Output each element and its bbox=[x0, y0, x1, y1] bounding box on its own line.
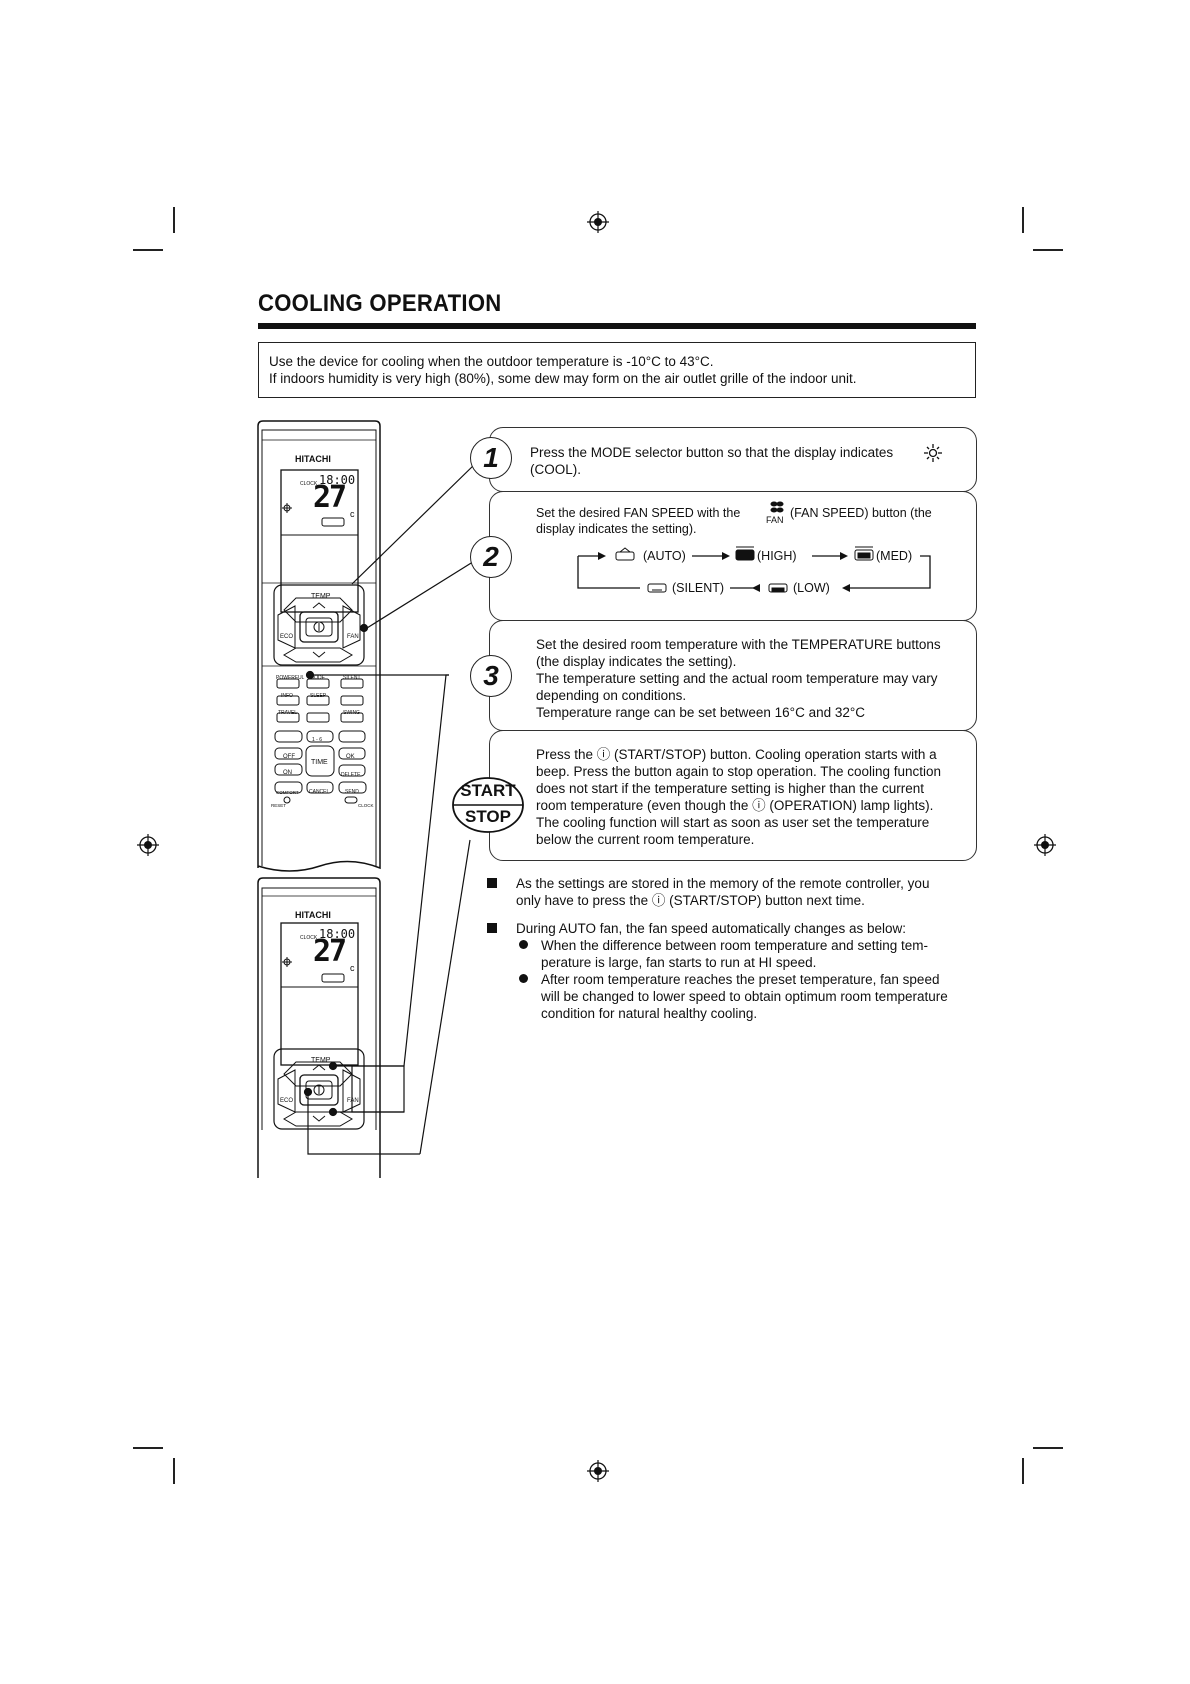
registration-mark-icon bbox=[587, 211, 609, 233]
crop-mark bbox=[133, 1447, 163, 1449]
registration-mark-icon bbox=[137, 834, 159, 856]
remote-mode-label: MODE bbox=[310, 675, 325, 681]
step-3-line: The temperature setting and the actual r… bbox=[536, 671, 938, 686]
remote-travel-label: TRAVEL bbox=[278, 710, 298, 716]
fan-speed-silent: (SILENT) bbox=[672, 581, 725, 595]
remote-sleep-label: SLEEP bbox=[310, 693, 327, 699]
remote-brand: HITACHI bbox=[295, 910, 331, 920]
sub-note-line: perature is large, fan starts to run at … bbox=[541, 955, 817, 970]
sub-note-line: After room temperature reaches the prese… bbox=[541, 972, 940, 987]
registration-mark-icon bbox=[587, 1460, 609, 1482]
remote-clock-label: CLOCK bbox=[300, 481, 318, 487]
remote-cancel-label: CANCEL bbox=[309, 789, 330, 795]
step-3-line: Set the desired room temperature with th… bbox=[536, 637, 941, 652]
step-start-line: below the current room temperature. bbox=[536, 832, 755, 847]
remote-off-label: OFF bbox=[283, 754, 295, 760]
note-line: As the settings are stored in the memory… bbox=[516, 876, 930, 891]
note-bullet bbox=[487, 878, 497, 888]
remote-powerful-label: POWERFUL bbox=[276, 675, 305, 681]
step-2-line: (FAN SPEED) button (the bbox=[790, 506, 932, 520]
remote-eco-label: ECO bbox=[280, 1098, 294, 1104]
remote-clock-time: 18:00 bbox=[319, 927, 356, 941]
remote-on-label: ON bbox=[283, 770, 292, 776]
step-number-2: 2 bbox=[470, 536, 512, 578]
remote-delete-label: DELETE bbox=[341, 772, 361, 778]
crop-mark bbox=[173, 1458, 175, 1484]
step-number-3: 3 bbox=[470, 655, 512, 697]
page-title: COOLING OPERATION bbox=[258, 290, 502, 317]
start-label: START bbox=[460, 781, 516, 800]
remote-temp-display: 27 bbox=[313, 480, 347, 515]
cool-sun-icon bbox=[924, 444, 942, 462]
step-3-line: depending on conditions. bbox=[536, 688, 687, 703]
remote-temp-display: 27 bbox=[313, 934, 347, 969]
step-start-stop-box: Press the ⓘ (START/STOP) button. Cooling… bbox=[489, 730, 977, 861]
step-start-line: room temperature (even though the ⓘ (OPE… bbox=[536, 798, 934, 813]
fan-speed-auto: (AUTO) bbox=[643, 549, 686, 563]
remote-swing-label: SWING bbox=[343, 710, 360, 716]
remote-temp-label: TEMP bbox=[311, 1057, 331, 1064]
start-stop-icon bbox=[452, 777, 524, 833]
step-start-line: Press the ⓘ (START/STOP) button. Cooling… bbox=[536, 747, 937, 762]
crop-mark bbox=[1033, 249, 1063, 251]
remote-ok-label: OK bbox=[346, 754, 355, 760]
remote-fan-label: FAN bbox=[347, 634, 359, 640]
sub-bullet bbox=[519, 940, 528, 949]
remote-illustration bbox=[257, 420, 477, 1178]
fan-speed-low: (LOW) bbox=[793, 581, 830, 595]
step-number-1: 1 bbox=[470, 437, 512, 479]
fan-speed-cycle-diagram bbox=[577, 546, 931, 593]
step-1-line: Press the MODE selector button so that t… bbox=[530, 445, 894, 460]
note-line: only have to press the ⓘ (START/STOP) bu… bbox=[516, 893, 865, 908]
remote-temp-label: TEMP bbox=[311, 593, 331, 600]
sub-note-line: will be changed to lower speed to obtain… bbox=[541, 989, 948, 1004]
remote-time-label: TIME bbox=[311, 759, 328, 766]
step-2-box: Set the desired FAN SPEED with the FAN (… bbox=[489, 491, 977, 621]
step-1-box: Press the MODE selector button so that t… bbox=[489, 427, 977, 492]
remote-send-label: SEND bbox=[345, 789, 359, 795]
remote-clock-time: 18:00 bbox=[319, 473, 356, 487]
step-2-line: Set the desired FAN SPEED with the bbox=[536, 506, 741, 520]
remote-temp-unit: c bbox=[350, 509, 355, 519]
remote-brand: HITACHI bbox=[295, 454, 331, 464]
title-rule bbox=[258, 323, 976, 329]
remote-silent-label: SILENT bbox=[343, 675, 361, 681]
remote-clock-label: CLOCK bbox=[300, 935, 318, 941]
step-1-line: (COOL). bbox=[530, 462, 582, 477]
sub-note-line: condition for natural healthy cooling. bbox=[541, 1006, 758, 1021]
intro-line: Use the device for cooling when the outd… bbox=[269, 354, 714, 369]
remote-fan-label: FAN bbox=[347, 1098, 359, 1104]
crop-mark bbox=[1022, 207, 1024, 233]
step-start-line: beep. Press the button again to stop ope… bbox=[536, 764, 942, 779]
registration-mark-icon bbox=[1034, 834, 1056, 856]
step-2-line: display indicates the setting). bbox=[536, 522, 697, 536]
remote-info-label: INFO bbox=[281, 693, 293, 699]
remote-reset-label: RESET bbox=[271, 803, 287, 808]
step-start-line: does not start if the temperature settin… bbox=[536, 781, 924, 796]
note-bullet bbox=[487, 923, 497, 933]
step-3-line: Temperature range can be set between 16°… bbox=[536, 705, 866, 720]
step-start-line: The cooling function will start as soon … bbox=[536, 815, 930, 830]
remote-num-label: 1 - 6 bbox=[312, 737, 323, 743]
intro-line: If indoors humidity is very high (80%), … bbox=[269, 371, 857, 386]
stop-label: STOP bbox=[465, 807, 511, 826]
crop-mark bbox=[1022, 1458, 1024, 1484]
remote-clock-button-label: CLOCK bbox=[358, 803, 374, 808]
crop-mark bbox=[1033, 1447, 1063, 1449]
fan-label: FAN bbox=[766, 515, 784, 525]
sub-note-line: When the difference between room tempera… bbox=[541, 938, 928, 953]
crop-mark bbox=[133, 249, 163, 251]
remote-eco-label: ECO bbox=[280, 634, 294, 640]
fan-speed-med: (MED) bbox=[876, 549, 913, 563]
remote-comfort-label: COMFORT bbox=[276, 790, 299, 795]
remote-temp-unit: c bbox=[350, 963, 355, 973]
step-3-box: Set the desired room temperature with th… bbox=[489, 620, 977, 731]
fan-icon bbox=[770, 501, 784, 513]
note-line: During AUTO fan, the fan speed automatic… bbox=[516, 921, 906, 936]
step-3-line: (the display indicates the setting). bbox=[536, 654, 737, 669]
intro-box: Use the device for cooling when the outd… bbox=[258, 342, 976, 398]
fan-speed-high: (HIGH) bbox=[757, 549, 797, 563]
crop-mark bbox=[173, 207, 175, 233]
sub-bullet bbox=[519, 974, 528, 983]
